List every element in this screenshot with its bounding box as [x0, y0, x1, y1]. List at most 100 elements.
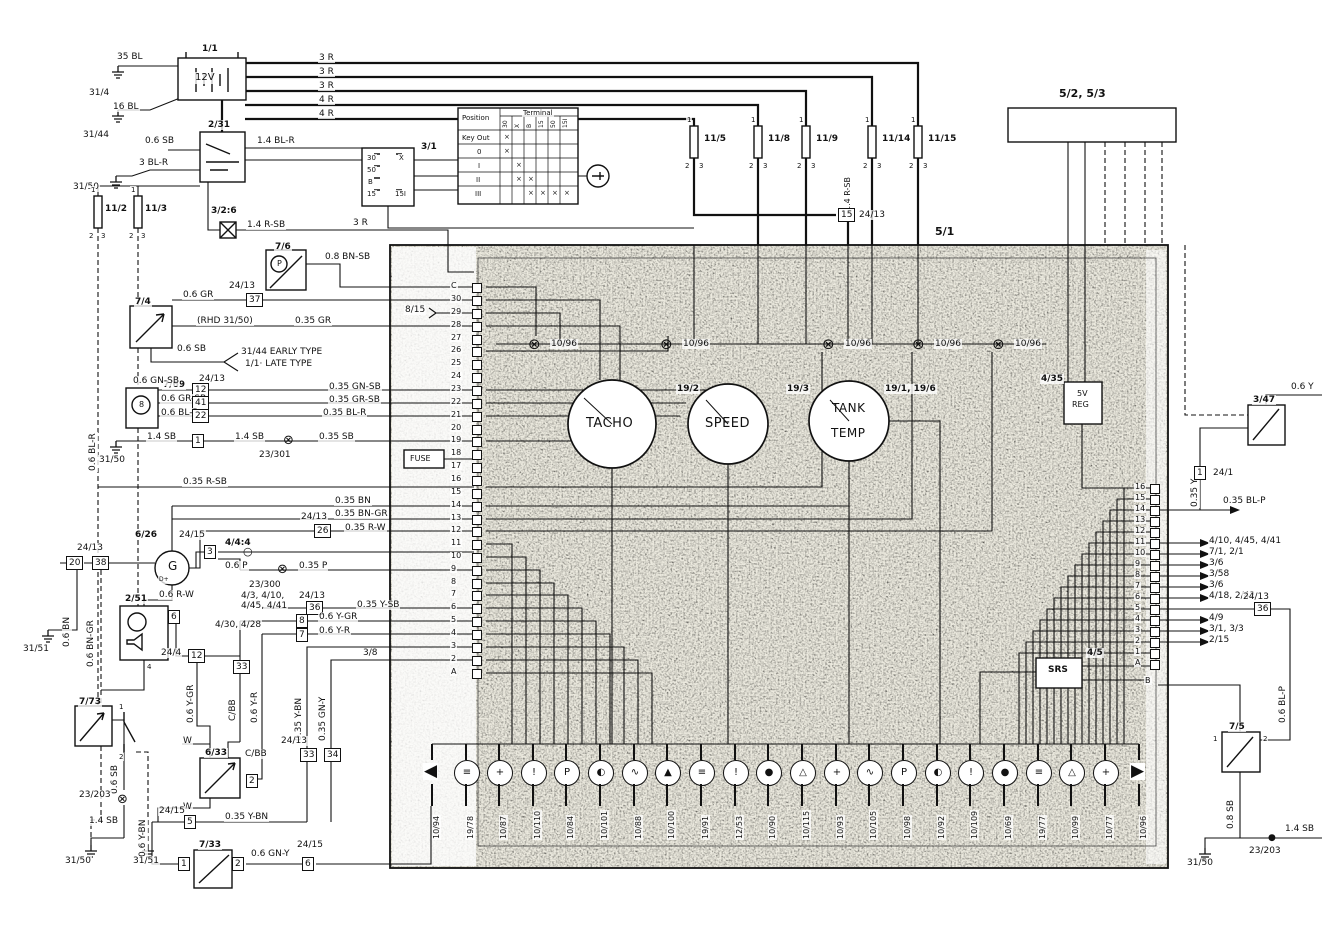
indicator-id-label: 10/115 — [802, 809, 812, 840]
indicator-wire-stub — [633, 784, 635, 806]
indicator-symbol: + — [1093, 760, 1119, 786]
indicator-wire-stub — [801, 784, 803, 806]
cluster-pin-left-tick — [472, 579, 482, 589]
indicator-id-label: 19/91 — [701, 814, 711, 840]
fuse-11-5 — [689, 125, 699, 159]
fuse-11-8 — [753, 125, 763, 159]
indicator-id-label: 19/77 — [1038, 814, 1048, 840]
cluster-pin-right-tick — [1150, 638, 1160, 648]
cluster-pin-left-tick — [472, 643, 482, 653]
cluster-pin-left-tick — [472, 412, 482, 422]
wire-label: 7/33 — [198, 840, 223, 851]
fuse-11-9 — [801, 125, 811, 159]
ground-icons-group — [42, 66, 1211, 861]
cluster-pin-left-label: 10 — [450, 551, 463, 560]
srs-label: SRS — [1047, 665, 1069, 676]
indicator-icon: ∿ — [630, 767, 640, 778]
cluster-pin-left-tick — [472, 489, 482, 499]
splice-icon: ⊗ — [117, 792, 128, 807]
indicator-icon: + — [832, 767, 842, 778]
cluster-pin-right-label: 13 — [1134, 515, 1147, 524]
wire-label: Key Out — [461, 134, 491, 143]
wire-label: 0.6 GR-SB — [160, 394, 208, 405]
cluster-pin-left-label: 18 — [450, 448, 463, 457]
cluster-pin-left-tick — [472, 373, 482, 383]
wire-label: 7/4 — [134, 297, 152, 308]
indicator-id-label: 10/109 — [970, 809, 980, 840]
wire-label: 1.4 R-SB — [843, 176, 853, 212]
indicator-symbol: ◐ — [925, 760, 951, 786]
cluster-pin-right-label: 1 — [1134, 647, 1142, 656]
cluster-pin-left-label: 23 — [450, 384, 463, 393]
wire-label: 3/6 — [1208, 580, 1225, 591]
wire-label: 19/2 — [676, 384, 701, 395]
indicator-wire-stub — [767, 744, 769, 760]
indicator-wire-stub — [1037, 744, 1039, 760]
wire-label: 4/35 — [1040, 374, 1065, 385]
wire-label: 31/50 — [64, 856, 92, 867]
wire-label: X — [398, 154, 405, 163]
wire-label: P — [276, 259, 283, 269]
cluster-pin-left-label: 20 — [450, 423, 463, 432]
wire-label: 19/3 — [786, 384, 811, 395]
wire-label: 31/44 EARLY TYPE — [240, 347, 324, 358]
cluster-pin-left-label: 6 — [450, 602, 458, 611]
indicator-icon: ● — [1000, 767, 1010, 778]
cluster-pin-left-tick — [472, 437, 482, 447]
indicator-id-label: 10/101 — [600, 809, 610, 840]
indicator-wire-stub — [801, 744, 803, 760]
cluster-pin-left-tick — [472, 669, 482, 679]
cluster-pin-right-label: 12 — [1134, 526, 1147, 535]
connector-pin-label: 36 — [306, 601, 324, 616]
indicator-wire-stub — [431, 744, 433, 760]
wire-label: 1 — [90, 186, 97, 195]
connector-pin-label: 1 — [178, 857, 190, 872]
wire-label: 1.4 BL-R — [256, 136, 296, 147]
indicator-wire-stub — [868, 784, 870, 806]
wire-label: 2/15 — [1208, 635, 1231, 646]
indicator-symbol: ● — [756, 760, 782, 786]
wire-label: 31/4 — [88, 88, 111, 99]
wire-label: 10/96 — [682, 339, 710, 350]
indicator-icon: ! — [531, 767, 536, 778]
indicator-wire-stub — [1104, 784, 1106, 806]
wire-label: 0.6 Y-GR — [186, 683, 197, 724]
cluster-pin-left-tick — [472, 591, 482, 601]
indicator-wire-stub — [936, 744, 938, 760]
cluster-pin-left-label: 24 — [450, 371, 463, 380]
wire-label: 2 — [748, 162, 755, 171]
wire-label: 3/47 — [1252, 395, 1277, 406]
indicator-wire-stub — [734, 784, 736, 806]
connector-icon: ○ — [243, 545, 253, 558]
wire-label: I — [477, 162, 482, 171]
wire-label: 3 — [762, 162, 769, 171]
wire-label: 0.35 GN-Y — [318, 695, 329, 742]
wire-label: 16 BL — [112, 102, 140, 113]
cluster-pin-left-label: 30 — [450, 294, 463, 303]
indicator-wire-stub — [902, 744, 904, 760]
indicator-wire-stub — [868, 744, 870, 760]
wire-label: 3/1, 3/3 — [1208, 624, 1245, 635]
wire-label: 3 R — [318, 67, 335, 78]
wire-label: 24/13 — [228, 281, 256, 292]
regulator-label-line2: REG — [1071, 400, 1090, 410]
connector-pin-label: 8 — [296, 614, 308, 629]
cluster-pin-right-label: 10 — [1134, 548, 1147, 557]
cluster-pin-left-label: 25 — [450, 358, 463, 367]
cluster-pin-right-tick — [1150, 649, 1160, 659]
wire-label: 3/58 — [1208, 569, 1231, 580]
cluster-pin-right-tick — [1150, 605, 1160, 615]
cluster-pin-right-label: 3 — [1134, 625, 1142, 634]
connector-pin-label: 33 — [300, 748, 318, 763]
wire-label: × — [503, 133, 511, 142]
wire-label: 0.6 SB — [176, 344, 208, 355]
cluster-pin-left-label: 12 — [450, 525, 463, 534]
wire-label: 3 — [922, 162, 929, 171]
cluster-pin-left-label: 2 — [450, 654, 458, 663]
wire-label: 11/2 — [104, 204, 129, 215]
wire-label: 7/1, 2/1 — [1208, 547, 1245, 558]
indicator-wire-stub — [498, 744, 500, 760]
cluster-pin-left-label: 4 — [450, 628, 458, 637]
indicator-icon: ! — [968, 767, 973, 778]
wire-label: 35 BL — [116, 52, 144, 63]
